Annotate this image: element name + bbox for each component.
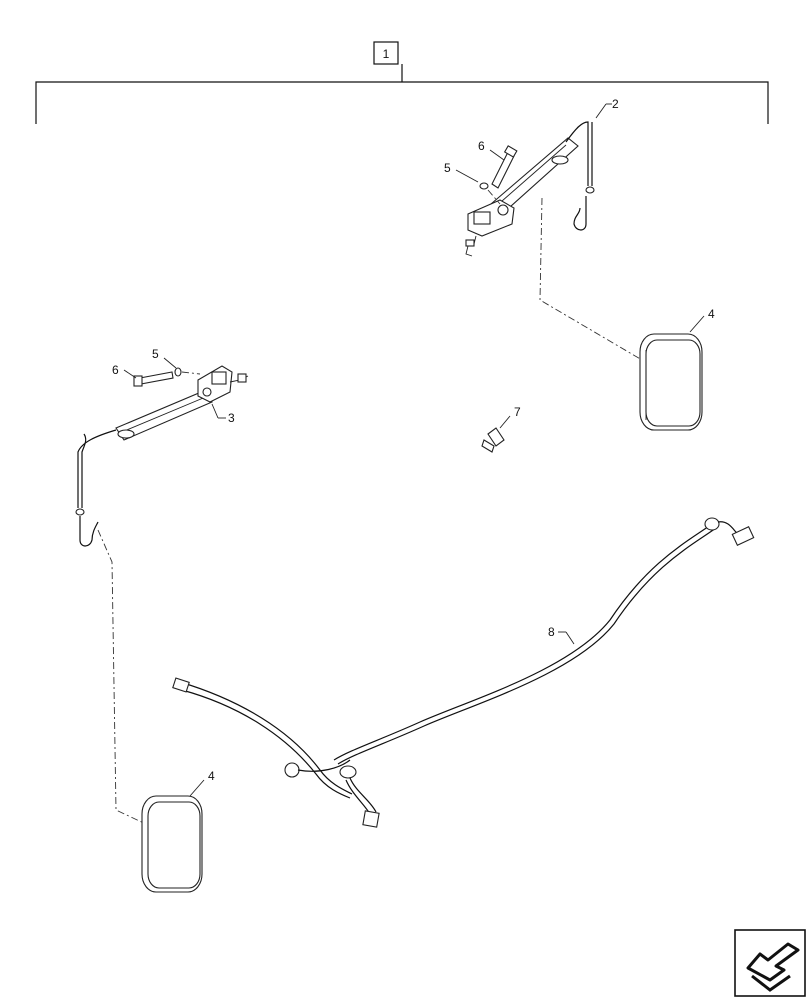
callout-5-right: 5 (444, 161, 451, 175)
assembly-bracket: 1 (35, 41, 769, 124)
leader-6-left (123, 369, 137, 379)
wiring-harness (172, 517, 755, 828)
mirror-arm-right (465, 121, 643, 361)
leader-8 (565, 631, 575, 645)
mirror-left (141, 795, 203, 893)
callout-4-left: 4 (208, 769, 215, 783)
callout-2: 2 (612, 97, 619, 111)
callout-7: 7 (514, 405, 521, 419)
leader-5-right (455, 169, 479, 183)
callout-6-right: 6 (478, 139, 485, 153)
callout-5-left: 5 (152, 347, 159, 361)
mirror-right (639, 333, 703, 431)
leader-3 (211, 403, 219, 419)
leader-7 (499, 415, 511, 429)
next-page-arrow-icon[interactable] (734, 929, 806, 997)
leader-5-left (163, 357, 177, 369)
clip (481, 427, 505, 453)
callout-3: 3 (228, 411, 235, 425)
callout-6-left: 6 (112, 363, 119, 377)
mirror-arm-left (75, 365, 249, 827)
callout-8: 8 (548, 625, 555, 639)
leader-6-right (489, 149, 505, 161)
leader-4-right (689, 315, 705, 333)
leader-2 (595, 103, 607, 119)
callout-1: 1 (383, 47, 390, 61)
leader-4-left (189, 779, 205, 797)
callout-4-right: 4 (708, 307, 715, 321)
